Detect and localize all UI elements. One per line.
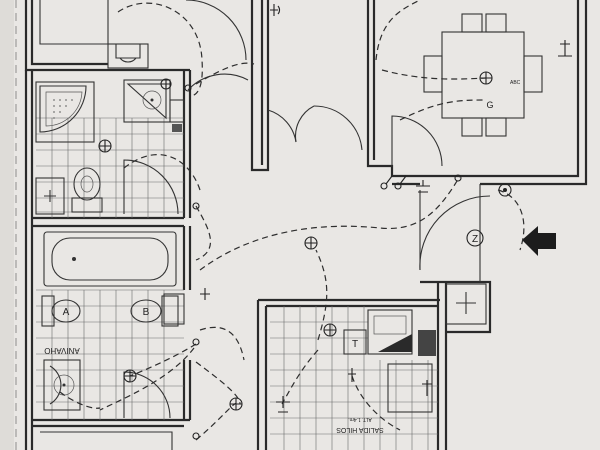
toilet-letter: B: [143, 307, 150, 318]
kitchen-label: SALIDA HILOS: [336, 426, 384, 433]
socket-icon: [422, 380, 432, 396]
table-note: ABC: [510, 80, 521, 86]
bath2-wall-cabinet: [163, 293, 185, 325]
socket-icon: [270, 4, 281, 16]
bedroom-top-left: [107, 43, 149, 69]
bathroom-lower: A B ANIVAHO: [36, 231, 185, 420]
switch-icon: [192, 432, 200, 440]
corner-sink: [123, 79, 171, 123]
outlets: [184, 4, 572, 440]
wiring: [59, 0, 525, 441]
bathroom-upper: [35, 79, 185, 218]
door-swing-living: [391, 115, 443, 167]
door-swing-bath2: [123, 371, 171, 419]
meter-letter: Z: [472, 234, 478, 245]
switch-icon: [380, 175, 393, 190]
meter-icon: [466, 229, 484, 247]
shelf-box: [35, 177, 65, 215]
door-swing-bath-entry: [187, 73, 249, 91]
ceiling-light-icon: [160, 78, 172, 90]
ceiling-light-icon: [304, 236, 318, 250]
switch-icon: [394, 175, 407, 190]
switch-icon: [192, 338, 200, 346]
cabinet-box: [445, 283, 487, 325]
ceiling-light-icon: [323, 323, 337, 337]
shower-tray: [35, 81, 95, 143]
door-swing-hall: [267, 109, 297, 143]
dining-table: G ABC: [423, 13, 543, 137]
tile-grid-lower: [36, 289, 184, 420]
kitchen-appliance: [367, 309, 436, 356]
sink-lower: ANIVAHO: [43, 346, 81, 411]
ceiling-light-icon: [479, 71, 493, 85]
kitchen: T SALIDA HILOS ALT. 1.4m.: [270, 306, 438, 450]
socket-icon: [558, 40, 572, 57]
tile-grid-kitchen: [270, 306, 438, 450]
door-swing-hall3: [313, 105, 363, 151]
door-swing-hall2: [294, 105, 315, 143]
vent-block: [172, 124, 182, 132]
bidet: A: [41, 295, 81, 327]
fridge: [387, 363, 433, 413]
panel-letter: T: [352, 339, 358, 350]
light-fixtures: [98, 71, 493, 411]
door-swing-bedroom: [185, 0, 247, 61]
tv-outlet-icon: [276, 396, 290, 413]
kitchen-vent: [418, 330, 436, 356]
bathtub: [43, 231, 177, 287]
bath-label: ANIVAHO: [44, 346, 79, 355]
socket-icon: [416, 180, 430, 193]
switch-icon: [192, 202, 200, 210]
entrance-area: Z: [419, 183, 556, 325]
socket-icon: [348, 368, 356, 382]
paper-margin: [0, 0, 14, 450]
entrance-arrow-icon: [522, 226, 556, 256]
ceiling-light-icon: [229, 397, 243, 411]
electrical-panel: T: [343, 329, 367, 355]
ceiling-light-icon: [123, 369, 137, 383]
switch-icon: [454, 174, 462, 182]
living-room: G ABC: [185, 0, 543, 167]
table-label: G: [486, 100, 493, 110]
duct-block: [169, 99, 185, 123]
socket-icon: [200, 288, 210, 300]
switch-icon: [184, 84, 192, 92]
ceiling-light-icon: [98, 139, 112, 153]
kitchen-sublabel: ALT. 1.4m.: [348, 416, 372, 422]
toilet-lower: B: [130, 295, 179, 327]
toilet-upper: [71, 167, 103, 213]
door-swing-bath1: [123, 159, 179, 215]
tile-grid-upper: [36, 117, 184, 218]
bidet-letter: A: [63, 307, 70, 318]
walls: [24, 0, 588, 450]
entrance-door-swing: [419, 195, 491, 271]
